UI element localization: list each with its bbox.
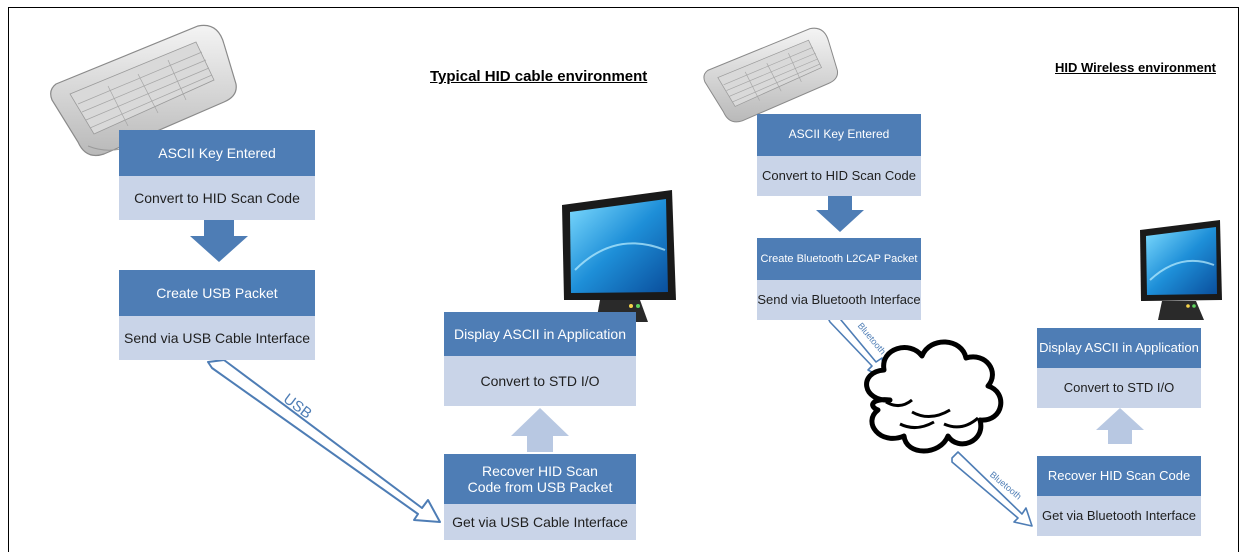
convert-scan-code-box: Convert to HID Scan Code [119, 176, 315, 220]
down-arrow-icon [190, 220, 248, 262]
diagram-frame [8, 7, 1239, 552]
get-usb-box: Get via USB Cable Interface [444, 504, 636, 540]
ascii-key-entered-box: ASCII Key Entered [119, 130, 315, 176]
recover-scan-code-box: Recover HID Scan Code from USB Packet [444, 454, 636, 504]
keyboard-icon [703, 27, 839, 123]
convert-scan-code-box: Convert to HID Scan Code [757, 156, 921, 196]
monitor-icon [562, 190, 676, 322]
send-bluetooth-box: Send via Bluetooth Interface [757, 280, 921, 320]
create-l2cap-packet-box: Create Bluetooth L2CAP Packet [757, 238, 921, 280]
recover-scan-code-box: Recover HID Scan Code [1037, 456, 1201, 496]
keyboard-icon [50, 24, 237, 157]
get-bluetooth-box: Get via Bluetooth Interface [1037, 496, 1201, 536]
bluetooth-link-arrow [951, 451, 1033, 527]
left-title: Typical HID cable environment [430, 68, 648, 85]
convert-std-io-box: Convert to STD I/O [1037, 368, 1201, 408]
cloud-icon [864, 339, 1004, 454]
up-arrow-icon [511, 408, 569, 452]
ascii-key-entered-box: ASCII Key Entered [757, 114, 921, 156]
up-arrow-icon [1096, 408, 1144, 444]
right-title: HID Wireless environment [1055, 60, 1216, 75]
down-arrow-icon [816, 196, 864, 232]
convert-std-io-box: Convert to STD I/O [444, 356, 636, 406]
display-ascii-box: Display ASCII in Application [1037, 328, 1201, 368]
send-usb-box: Send via USB Cable Interface [119, 316, 315, 360]
usb-link-arrow [207, 359, 441, 523]
display-ascii-box: Display ASCII in Application [444, 312, 636, 356]
create-usb-packet-box: Create USB Packet [119, 270, 315, 316]
monitor-icon [1140, 220, 1222, 320]
